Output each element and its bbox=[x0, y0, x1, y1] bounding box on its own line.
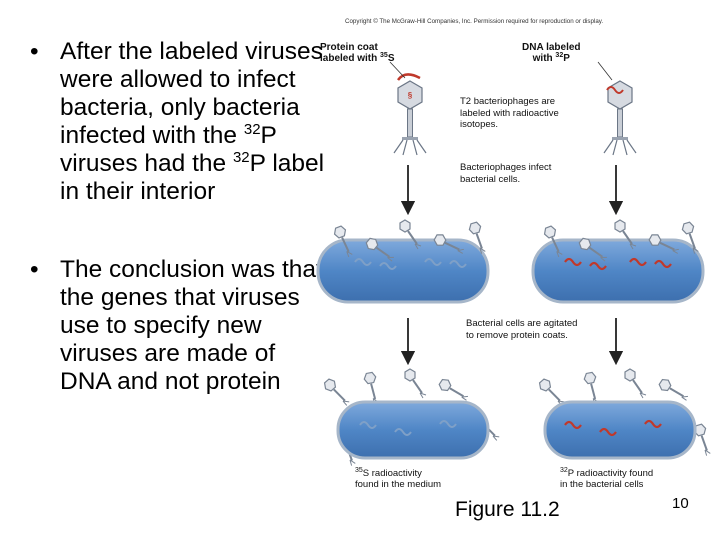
isotope-superscript: 35 bbox=[380, 52, 388, 59]
isotope-superscript: 32 bbox=[232, 149, 250, 166]
bullet-text: After the labeled viruses were allowed t… bbox=[60, 38, 324, 205]
leader-line-right bbox=[597, 61, 613, 81]
phage-32p-icon bbox=[603, 80, 637, 156]
label-text: with bbox=[532, 53, 556, 64]
bullet-symbol: • bbox=[30, 38, 39, 65]
page-number: 10 bbox=[672, 495, 689, 512]
copyright-notice: Copyright © The McGraw-Hill Companies, I… bbox=[345, 18, 604, 25]
caption-line: found in the medium bbox=[355, 479, 442, 490]
label-text: labeled with bbox=[320, 53, 381, 64]
bullet-symbol: • bbox=[30, 256, 39, 283]
protein-coat-label-mark bbox=[396, 73, 421, 81]
bullet-item-conclusion: • The conclusion was that the genes that… bbox=[30, 256, 330, 396]
bacterium-left-infected bbox=[316, 238, 490, 304]
bullet-item-result: • After the labeled viruses were allowed… bbox=[30, 38, 330, 206]
dna-label: DNA labeled with 32P bbox=[522, 42, 581, 64]
phage-35s-icon: § bbox=[393, 80, 427, 156]
label-text: S bbox=[387, 53, 395, 64]
label-line: Protein coat bbox=[320, 42, 378, 53]
step-2-caption: Bacteriophages infect bacterial cells. bbox=[460, 162, 552, 185]
caption-text: S radioactivity bbox=[362, 468, 422, 479]
bullet-text-part: P label in their interior bbox=[60, 150, 325, 205]
caption-text: P radioactivity found bbox=[567, 468, 654, 479]
step-3-caption: Bacterial cells are agitated to remove p… bbox=[466, 318, 578, 341]
bacterium-left-result bbox=[336, 400, 490, 460]
bacterium-right-infected bbox=[531, 238, 705, 304]
bacterium-right-result bbox=[543, 400, 697, 460]
dna-label-mark bbox=[606, 86, 624, 94]
step-1-caption: T2 bacteriophages are labeled with radio… bbox=[460, 96, 559, 130]
leader-line-left bbox=[389, 61, 406, 79]
label-text: P bbox=[563, 53, 570, 64]
figure-title: Figure 11.2 bbox=[455, 498, 560, 521]
result-right-caption: 32P radioactivity found in the bacterial… bbox=[560, 467, 654, 490]
dna-strands-right-result bbox=[564, 419, 662, 437]
dna-strands-left-result bbox=[359, 420, 457, 436]
label-line: DNA labeled bbox=[522, 42, 581, 53]
bullet-list: • After the labeled viruses were allowed… bbox=[30, 38, 330, 418]
isotope-superscript: 32 bbox=[243, 121, 261, 138]
dna-strands-left bbox=[354, 258, 467, 270]
isotope-superscript: 32 bbox=[555, 52, 564, 59]
caption-line: 32P radioactivity found bbox=[560, 467, 654, 479]
isotope-superscript: 32 bbox=[560, 467, 568, 474]
bullet-text: The conclusion was that the genes that v… bbox=[60, 256, 323, 395]
result-left-caption: 35S radioactivity found in the medium bbox=[355, 467, 442, 490]
bullet-text-part: After the labeled viruses were allowed t… bbox=[60, 38, 323, 149]
caption-line: 35S radioactivity bbox=[355, 467, 441, 479]
dna-strands-right bbox=[564, 257, 672, 271]
isotope-superscript: 35 bbox=[355, 467, 363, 474]
caption-line: in the bacterial cells bbox=[560, 479, 644, 490]
label-line: labeled with 35S bbox=[320, 52, 395, 64]
label-line: with 32P bbox=[522, 52, 581, 64]
bullet-text-part: P viruses had the bbox=[60, 122, 277, 177]
protein-coat-label: Protein coat labeled with 35S bbox=[320, 42, 394, 64]
svg-text:§: § bbox=[408, 91, 413, 100]
